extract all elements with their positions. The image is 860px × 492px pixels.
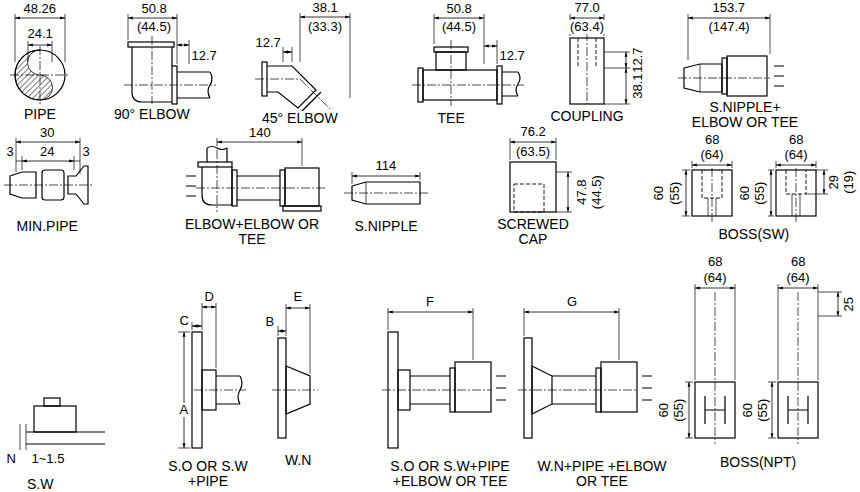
part-caption: ELBOW+ELBOW OR TEE (181, 217, 323, 248)
part-caption: 45° ELBOW (261, 111, 339, 126)
dimension-value: 3 (82, 145, 91, 159)
part-caption: S.W (26, 477, 54, 492)
part-caption: PIPE (23, 107, 57, 122)
dimension-value: 25 (842, 296, 856, 312)
dimension-value: 60 (741, 402, 755, 418)
dimension-value: (55) (756, 398, 770, 423)
part-caption: SCREWED CAP (492, 217, 574, 248)
dimension-value: 77.0 (574, 1, 601, 15)
dimension-value: 12.7 (191, 49, 218, 63)
part-caption: S.O OR S.W +PIPE (152, 459, 264, 490)
dimension-value: 60 (657, 402, 671, 418)
dimension-value: 140 (248, 126, 272, 140)
dimension-value: (44.5) (441, 20, 477, 34)
min-pipe (4, 138, 94, 204)
dimension-value: (33.3) (307, 20, 343, 34)
boss-socket-weld (682, 161, 828, 222)
part-caption: S.O OR S.W+PIPE +ELBOW OR TEE (374, 459, 526, 490)
dimension-value: 24 (39, 145, 55, 159)
screwed-cap (510, 138, 572, 212)
dimension-value: 1~1.5 (31, 452, 66, 466)
socket-weld-detail (20, 398, 105, 450)
dimension-value: 50.8 (446, 2, 473, 16)
dimension-value: 3 (6, 145, 15, 159)
dimension-value: (63.5) (515, 145, 551, 159)
part-caption: MIN.PIPE (16, 219, 79, 234)
dimension-value: 153.7 (712, 1, 747, 15)
dimension-value: 30 (39, 126, 55, 140)
dimension-value: 60 (738, 185, 752, 201)
dimension-value: 68 (790, 255, 806, 269)
dimension-value: (55) (668, 181, 682, 206)
flange-pipe-elbow (382, 308, 506, 448)
dimension-value: F (425, 295, 435, 309)
part-caption: BOSS(NPT) (719, 455, 797, 470)
dimension-value: 76.2 (520, 125, 547, 139)
dimension-value: (55) (672, 398, 686, 423)
dimension-value: 48.26 (23, 2, 58, 16)
slip-on-flange-pipe (178, 303, 246, 448)
boss-npt (685, 284, 842, 444)
part-caption: S.NIPPLE (354, 219, 419, 234)
dimension-value: 12.7 (499, 49, 526, 63)
dimension-value: (147.4) (708, 20, 751, 34)
dimension-value: 114 (375, 159, 398, 173)
dimension-value: D (204, 290, 215, 304)
weld-neck-flange (272, 304, 318, 438)
part-caption: TEE (437, 111, 466, 126)
part-caption: S.NIPPLE+ ELBOW OR TEE (687, 100, 804, 131)
part-caption: COUPLING (550, 109, 625, 124)
dimension-value: (19) (842, 170, 856, 195)
swaged-nipple (344, 172, 428, 204)
dimension-value: B (265, 315, 276, 329)
dimension-value: N (6, 452, 17, 466)
dimension-value: (63.4) (569, 20, 605, 34)
dimension-value: 12.7 (255, 36, 282, 50)
coupling (570, 14, 630, 104)
part-caption: 90° ELBOW (113, 107, 191, 122)
dimension-value: 50.8 (141, 2, 168, 16)
dimension-value: 29 (827, 174, 841, 190)
dimension-value: (44.5) (136, 20, 172, 34)
dimension-value: 47.8 (574, 178, 588, 205)
dimension-value: (64) (786, 271, 811, 285)
dimension-value: 68 (707, 255, 723, 269)
dimension-value: 38.1 (312, 1, 339, 15)
dimension-value: (44.5) (590, 174, 604, 210)
dimension-value: 12.7 (630, 46, 644, 73)
elbow-elbow (186, 138, 326, 212)
dimension-value: 24.1 (27, 27, 54, 41)
pipe-section (10, 14, 70, 104)
dimension-value: 68 (704, 133, 720, 147)
dimension-value: C (179, 314, 190, 328)
dimension-value: 60 (652, 185, 666, 201)
elbow-45 (255, 13, 350, 113)
part-caption: W.N (284, 453, 312, 468)
dimension-value: (64) (784, 148, 809, 162)
weld-neck-pipe-elbow (518, 308, 652, 438)
dimension-value: (64) (700, 148, 725, 162)
part-caption: BOSS(SW) (718, 227, 791, 242)
dimension-value: (64) (703, 271, 728, 285)
dimension-value: A (179, 403, 190, 417)
dimension-value: E (293, 290, 304, 304)
dimension-value: G (566, 295, 578, 309)
part-caption: W.N+PIPE +ELBOW OR TEE (536, 459, 668, 490)
dimension-value: 68 (788, 133, 804, 147)
dimension-value: (55) (753, 181, 767, 206)
dimension-value: 38.1 (630, 72, 644, 99)
nipple-elbow (678, 14, 784, 96)
